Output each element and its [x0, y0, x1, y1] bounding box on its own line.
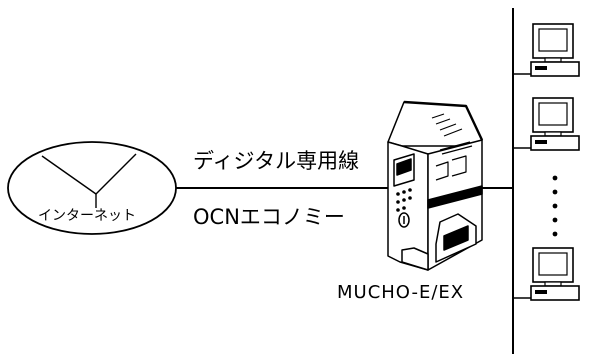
ellipsis-dots-icon [552, 175, 558, 237]
device-label: MUCHO-E/EX [337, 282, 465, 303]
service-label: OCNエコノミー [193, 205, 345, 229]
pc-terminal-icon [513, 23, 580, 77]
router-device-icon [387, 100, 484, 271]
pc-terminal-icon [513, 97, 580, 151]
internet-label: インターネット [38, 208, 136, 224]
pc-terminal-icon [513, 247, 580, 301]
dedicated-line-label: ディジタル専用線 [193, 149, 360, 173]
